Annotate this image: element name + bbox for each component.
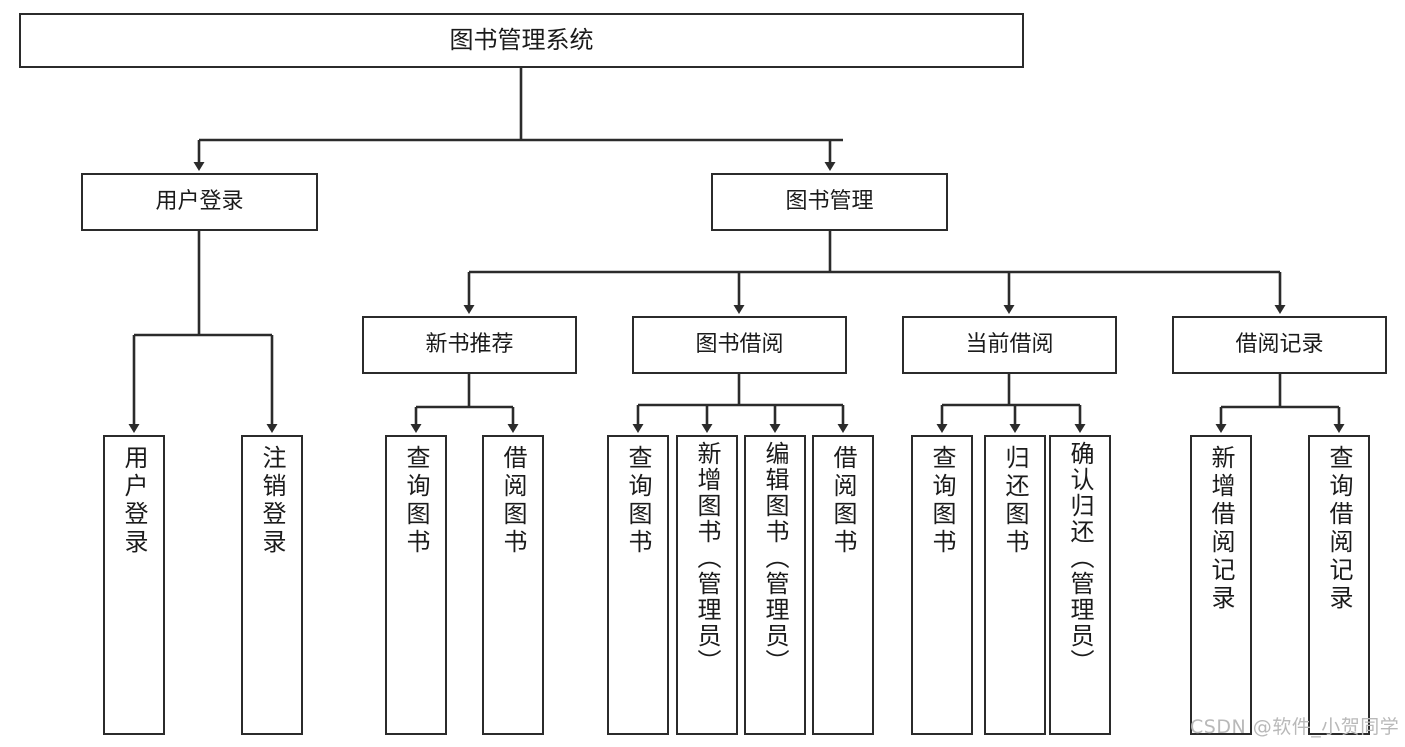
- node-leaf-confirm-return[interactable]: 确认归还（管理员）: [1049, 435, 1111, 735]
- node-leaf-add-book-admin-label: 新增图书（管理员）: [693, 441, 721, 675]
- node-leaf-edit-book-admin-label: 编辑图书（管理员）: [761, 441, 789, 675]
- node-leaf-query-book-rec[interactable]: 查询图书: [385, 435, 447, 735]
- node-leaf-user-login[interactable]: 用户登录: [103, 435, 165, 735]
- csdn-watermark: CSDN @软件_小贺同学: [1190, 716, 1400, 738]
- node-leaf-add-borrow-record-label: 新增借阅记录: [1207, 445, 1235, 613]
- node-leaf-borrow-book-rec[interactable]: 借阅图书: [482, 435, 544, 735]
- node-leaf-confirm-return-label: 确认归还（管理员）: [1066, 441, 1094, 675]
- node-user-login-label: 用户登录: [155, 189, 244, 215]
- node-book-borrow[interactable]: 图书借阅: [632, 316, 847, 374]
- node-borrow-record[interactable]: 借阅记录: [1172, 316, 1387, 374]
- node-user-login[interactable]: 用户登录: [81, 173, 318, 231]
- node-leaf-query-book[interactable]: 查询图书: [607, 435, 669, 735]
- node-leaf-query-borrow-record[interactable]: 查询借阅记录: [1308, 435, 1370, 735]
- node-leaf-borrow-book-label: 借阅图书: [829, 445, 857, 557]
- node-book-manage[interactable]: 图书管理: [711, 173, 948, 231]
- node-current-borrow-label: 当前借阅: [965, 332, 1054, 358]
- node-leaf-return-book[interactable]: 归还图书: [984, 435, 1046, 735]
- node-new-book-recommend-label: 新书推荐: [425, 332, 514, 358]
- node-leaf-add-book-admin[interactable]: 新增图书（管理员）: [676, 435, 738, 735]
- root-node-label: 图书管理系统: [449, 26, 594, 55]
- node-leaf-add-borrow-record[interactable]: 新增借阅记录: [1190, 435, 1252, 735]
- node-leaf-query-book-cur-label: 查询图书: [928, 445, 956, 557]
- node-leaf-logout[interactable]: 注销登录: [241, 435, 303, 735]
- node-leaf-logout-label: 注销登录: [258, 445, 286, 557]
- node-borrow-record-label: 借阅记录: [1235, 332, 1324, 358]
- node-leaf-query-book-cur[interactable]: 查询图书: [911, 435, 973, 735]
- node-leaf-query-borrow-record-label: 查询借阅记录: [1325, 445, 1353, 613]
- node-leaf-user-login-label: 用户登录: [120, 445, 148, 557]
- node-current-borrow[interactable]: 当前借阅: [902, 316, 1117, 374]
- node-new-book-recommend[interactable]: 新书推荐: [362, 316, 577, 374]
- node-leaf-query-book-label: 查询图书: [624, 445, 652, 557]
- node-leaf-borrow-book[interactable]: 借阅图书: [812, 435, 874, 735]
- node-leaf-return-book-label: 归还图书: [1001, 445, 1029, 557]
- root-node[interactable]: 图书管理系统: [19, 13, 1024, 68]
- node-leaf-edit-book-admin[interactable]: 编辑图书（管理员）: [744, 435, 806, 735]
- node-book-borrow-label: 图书借阅: [695, 332, 784, 358]
- node-leaf-borrow-book-rec-label: 借阅图书: [499, 445, 527, 557]
- node-leaf-query-book-rec-label: 查询图书: [402, 445, 430, 557]
- node-book-manage-label: 图书管理: [785, 189, 874, 215]
